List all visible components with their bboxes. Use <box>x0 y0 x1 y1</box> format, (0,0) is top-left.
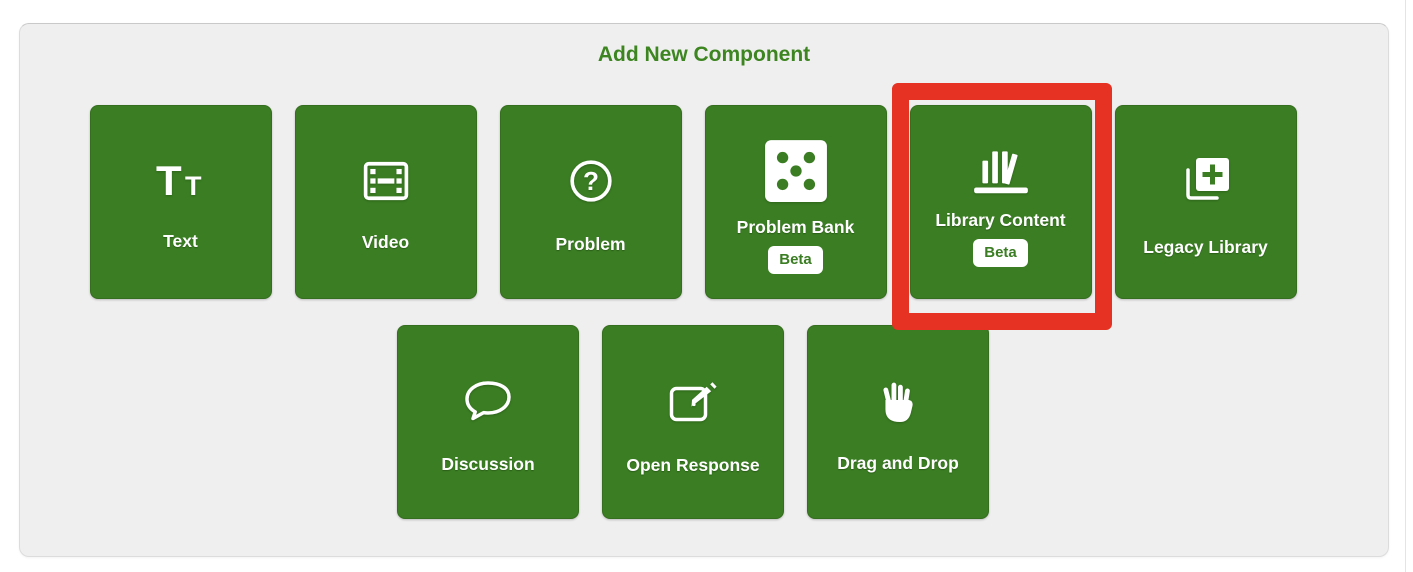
add-legacy-library-component-button[interactable]: Legacy Library <box>1114 105 1297 299</box>
tile-label: Legacy Library <box>1143 236 1268 257</box>
library-content-icon <box>970 145 1032 197</box>
add-video-component-button[interactable]: Video <box>294 105 477 299</box>
component-row-1: T T Text <box>20 83 1388 330</box>
add-drag-and-drop-component-button[interactable]: Drag and Drop <box>807 325 989 519</box>
text-icon: T T <box>155 161 207 201</box>
tile-label: Open Response <box>626 454 760 475</box>
svg-text:?: ? <box>583 165 599 195</box>
svg-text:T: T <box>185 171 202 201</box>
tile-label: Drag and Drop <box>837 452 959 473</box>
panel-title: Add New Component <box>597 43 811 66</box>
component-row-2: Discussion Open Response <box>20 325 1388 519</box>
add-new-component-panel: Add New Component T T Text <box>19 23 1389 557</box>
tile-label: Library Content <box>935 210 1066 230</box>
tile-label: Problem <box>555 233 626 254</box>
add-library-content-component-button[interactable]: Library Content Beta <box>909 105 1092 299</box>
add-problem-bank-component-button[interactable]: Problem Bank Beta <box>704 105 887 299</box>
beta-badge: Beta <box>768 246 823 274</box>
problem-icon: ? <box>568 158 614 204</box>
drag-and-drop-icon <box>879 379 917 423</box>
video-icon <box>363 160 409 202</box>
tile-label: Discussion <box>441 453 535 474</box>
viewport-edge-line <box>1405 0 1406 572</box>
add-discussion-component-button[interactable]: Discussion <box>397 325 579 519</box>
add-text-component-button[interactable]: T T Text <box>89 105 272 299</box>
discussion-icon <box>463 378 513 424</box>
tile-label: Video <box>361 231 410 252</box>
tile-label: Text <box>163 230 198 251</box>
tile-label: Problem Bank <box>736 217 855 237</box>
beta-badge: Beta <box>973 239 1028 267</box>
svg-text:T: T <box>156 161 182 201</box>
add-problem-component-button[interactable]: ? Problem <box>499 105 682 299</box>
add-open-response-component-button[interactable]: Open Response <box>602 325 784 519</box>
problem-bank-icon <box>763 138 829 204</box>
legacy-library-icon <box>1180 155 1232 207</box>
open-response-icon <box>668 377 718 425</box>
